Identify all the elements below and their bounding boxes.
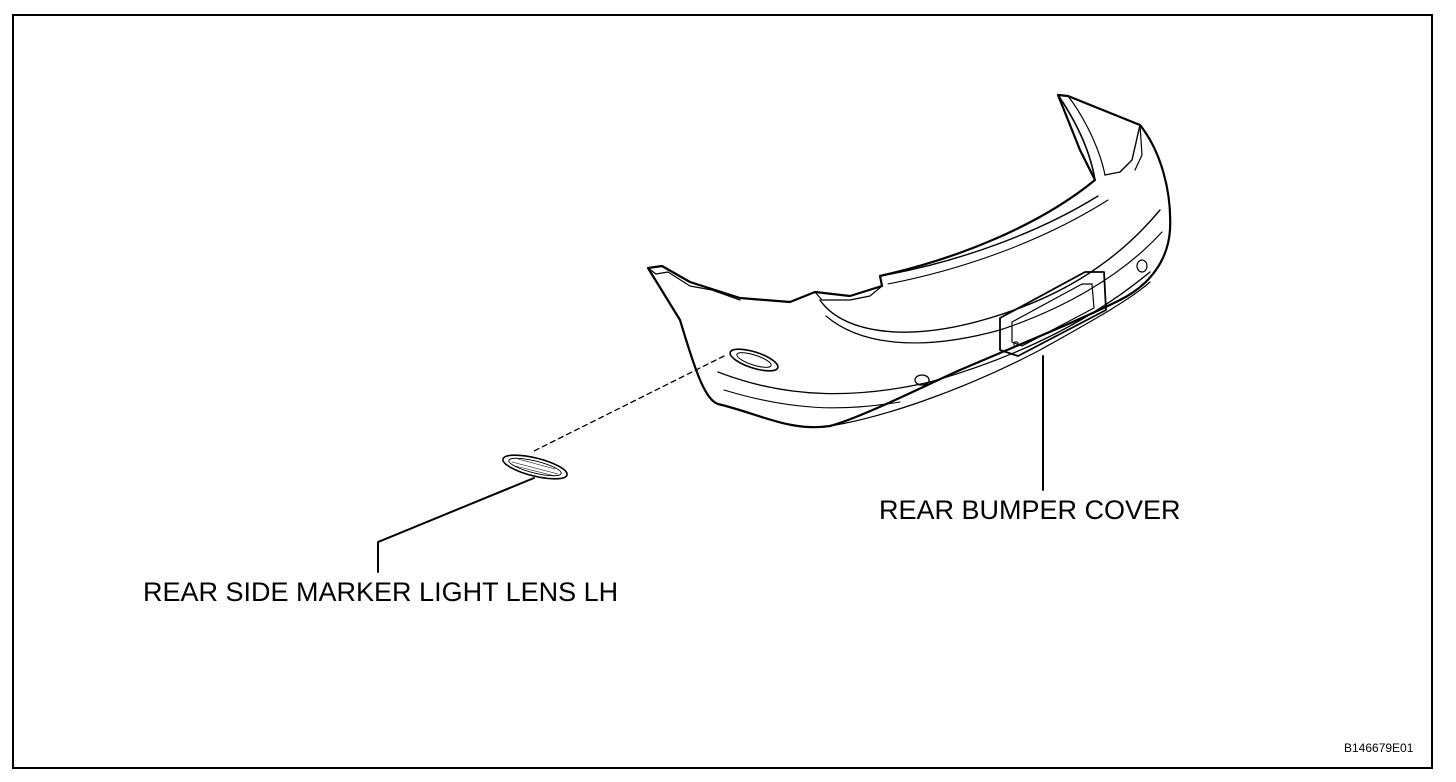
rear-bumper-cover: [646, 93, 1172, 429]
bumper-cover-label: REAR BUMPER COVER: [879, 495, 1181, 525]
rear-side-marker-light-lens: [502, 454, 568, 480]
installation-path-dashed-line: [531, 355, 725, 453]
diagram-frame: [12, 14, 1433, 769]
marker-lens-leader-line: [377, 477, 535, 573]
figure-code: B146679E01: [1344, 741, 1414, 755]
marker-lens-label: REAR SIDE MARKER LIGHT LENS LH: [143, 577, 619, 607]
